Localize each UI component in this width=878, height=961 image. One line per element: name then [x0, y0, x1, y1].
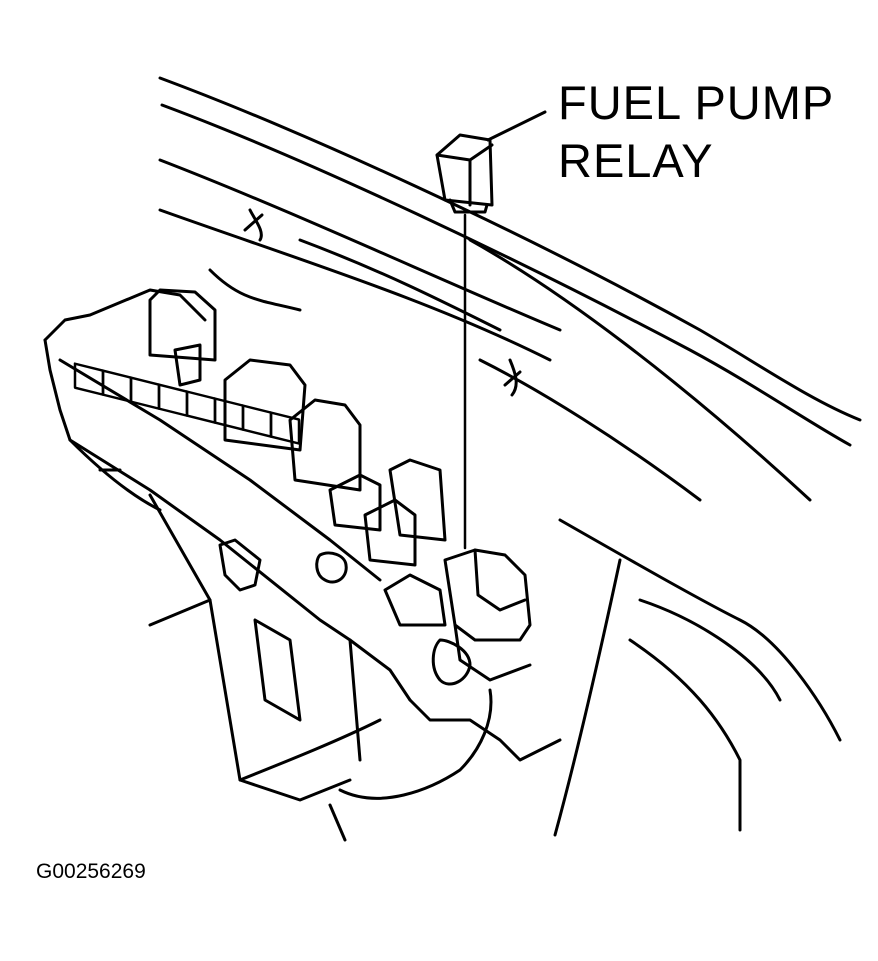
fuse-row: [73, 362, 301, 445]
fuel-pump-relay-icon: [435, 110, 547, 550]
fuel-pump-relay-socket: [315, 548, 532, 686]
callout-line-1: FUEL PUMP: [558, 76, 835, 129]
installed-relays: [148, 288, 447, 627]
fender-panel: [158, 76, 862, 837]
fuse-box-housing: [43, 288, 562, 842]
figure-id: G00256269: [36, 860, 146, 883]
fuel-pump-relay-callout: FUEL PUMP RELAY: [558, 74, 834, 190]
callout-line-2: RELAY: [558, 134, 714, 187]
